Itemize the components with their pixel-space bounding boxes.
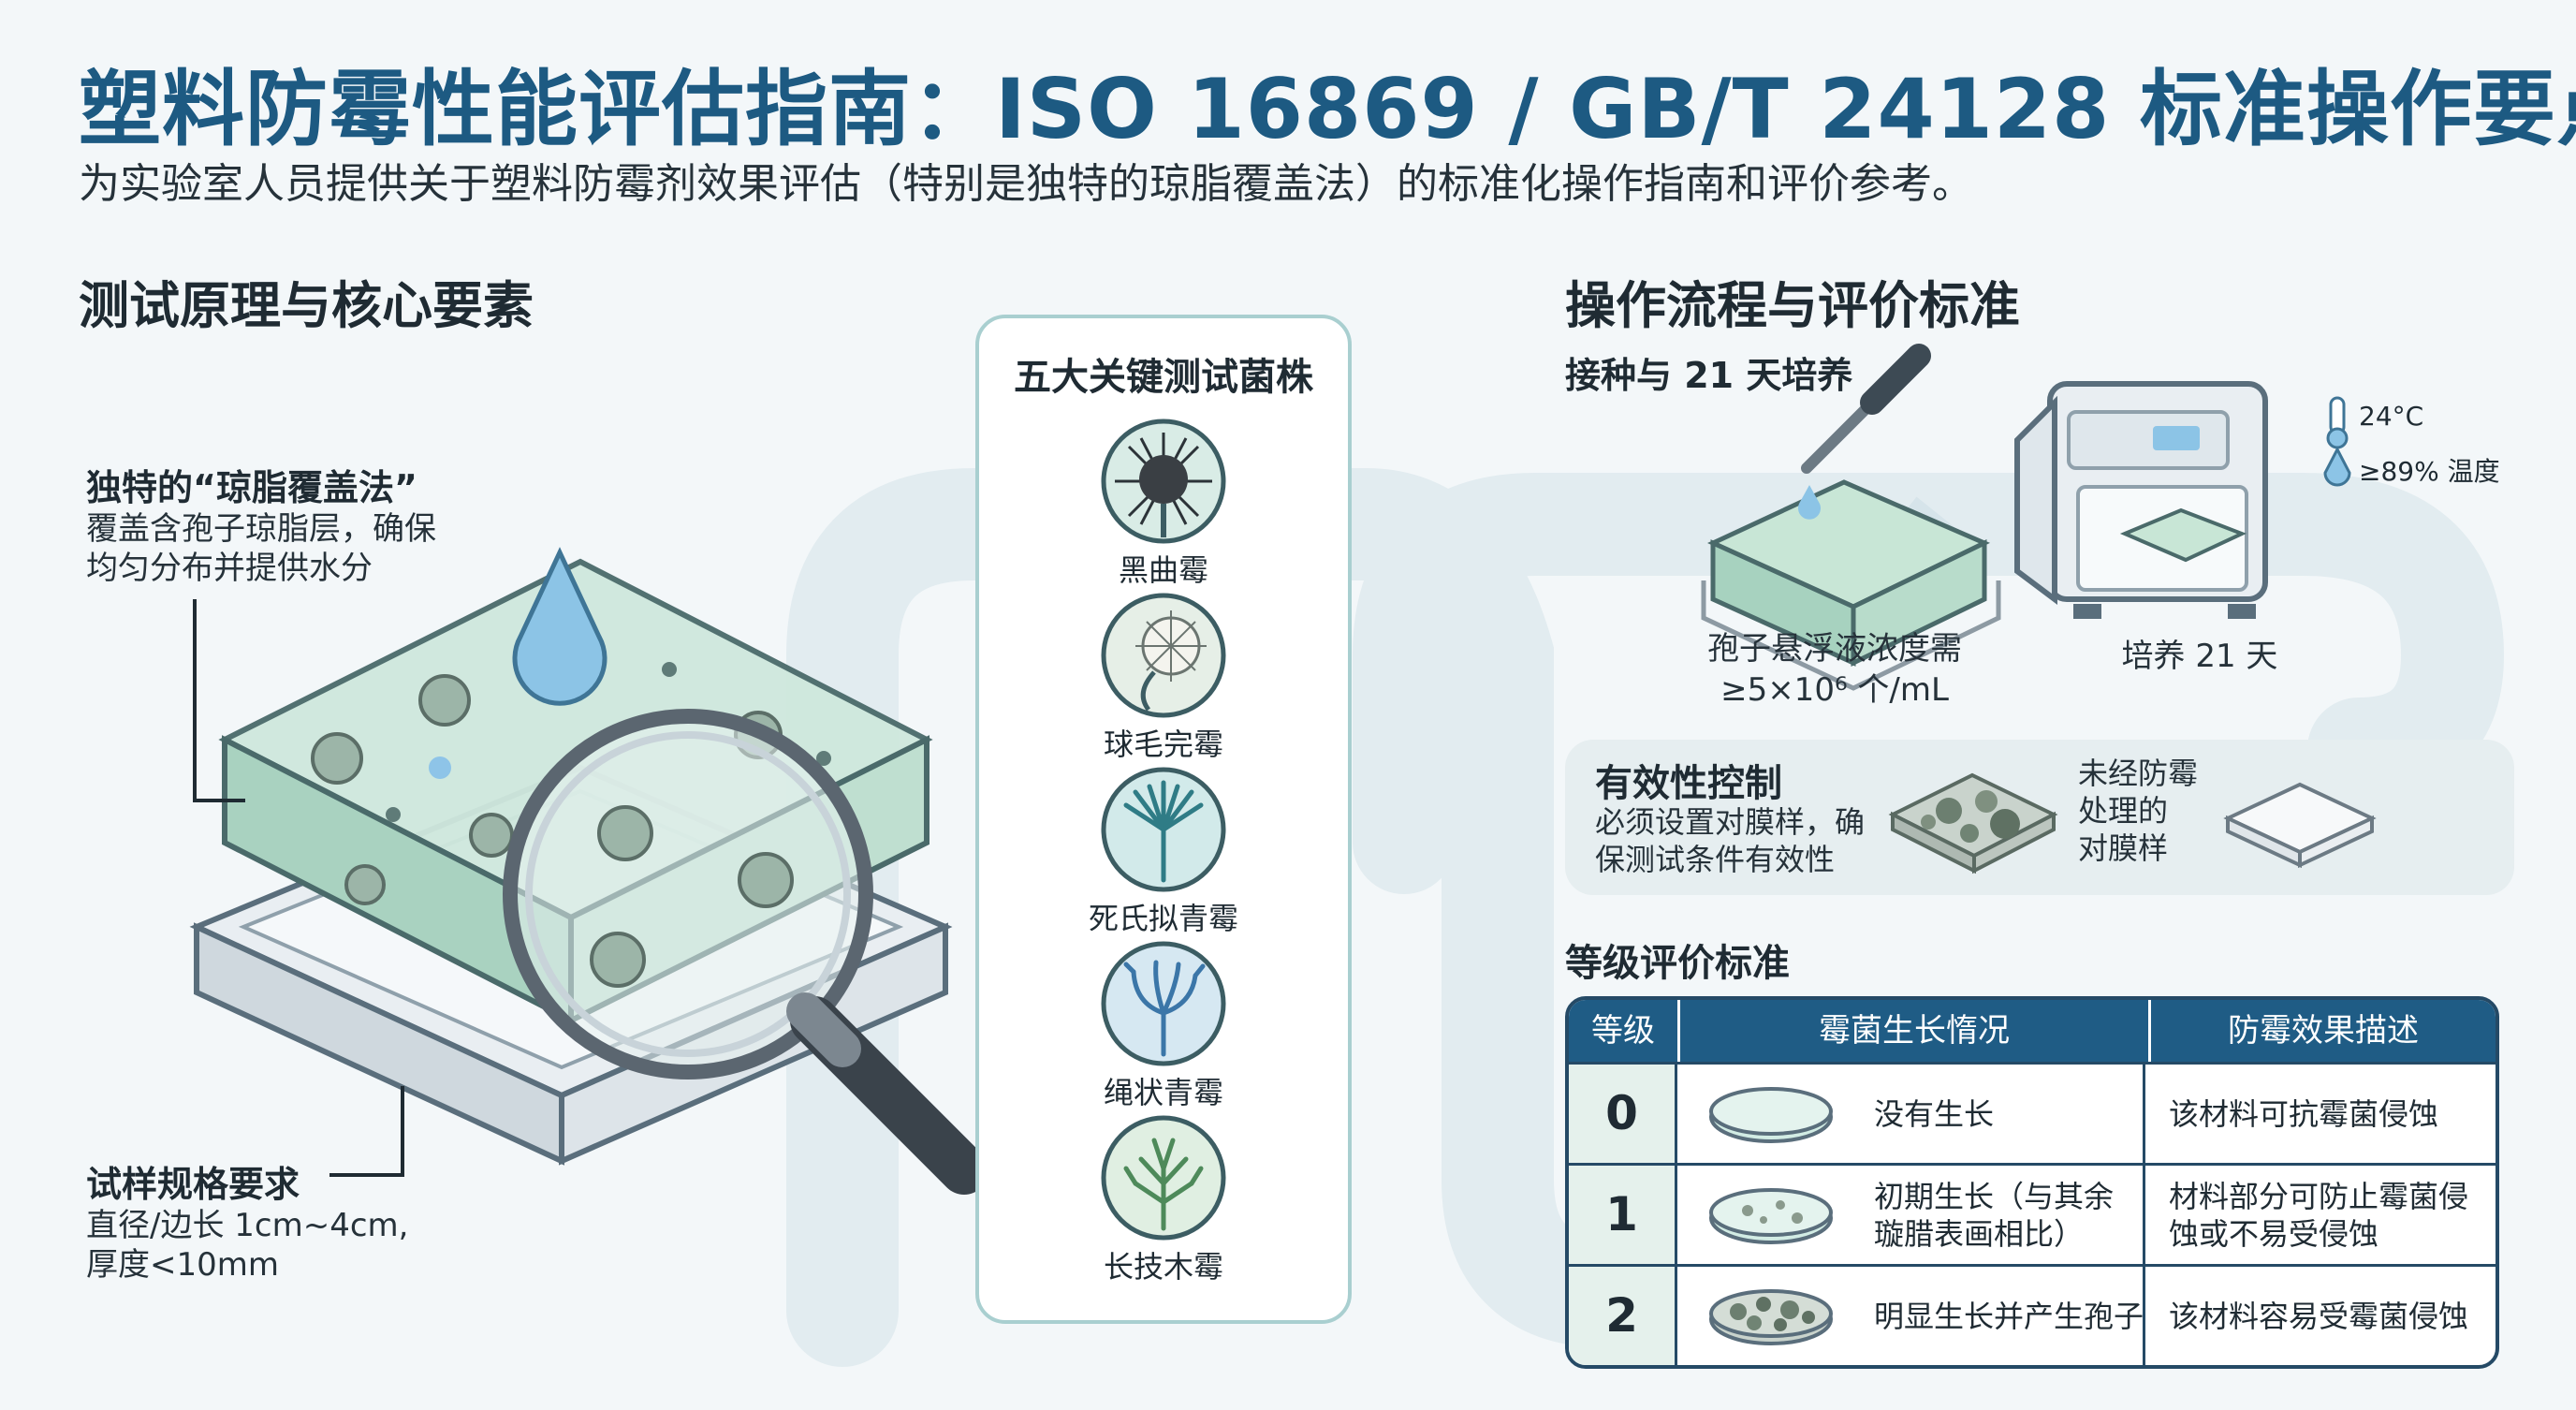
control-line2: 保测试条件有效性 bbox=[1595, 842, 1836, 877]
strain-item: 黑曲霉 bbox=[979, 416, 1348, 590]
control-title: 有效性控制 bbox=[1595, 762, 1782, 805]
water-drop-icon bbox=[512, 547, 607, 706]
incubation-duration-label: 培养 21 天 bbox=[2121, 638, 2278, 675]
untreated-line1: 未经防霉 bbox=[2078, 756, 2199, 791]
growth-cell: 明显生长并产生孢子 bbox=[1677, 1267, 2145, 1365]
sample-spec-title: 试样规格要求 bbox=[86, 1164, 300, 1205]
heavy-growth-petri-dish-icon bbox=[1709, 1289, 1833, 1345]
early-growth-petri-dish-icon bbox=[1709, 1188, 1833, 1244]
strain-name: 死氏拟青霉 bbox=[1088, 901, 1238, 936]
strain-item: 长技木霉 bbox=[979, 1112, 1348, 1286]
agar-method-line2: 均匀分布并提供水分 bbox=[86, 550, 373, 587]
table-row: 2 明显生长并产生孢子 该材料容易受霉菌侵蚀 bbox=[1569, 1264, 2496, 1365]
validity-control-box: 有效性控制 必须设置对膜样，确 保测试条件有效性 未经防霉 处理的 对膜样 bbox=[1565, 740, 2514, 895]
process-section-title: 操作流程与评价标准 bbox=[1565, 276, 2020, 335]
humidity-label: ≥89% 温度 bbox=[2359, 456, 2500, 487]
growth-line1: 没有生长 bbox=[1874, 1095, 1995, 1132]
penicillium-funiculosum-icon bbox=[1101, 941, 1226, 1066]
spore-concentration-line2: ≥5×10⁶ 个/mL bbox=[1720, 671, 1949, 709]
strain-item: 死氏拟青霉 bbox=[979, 764, 1348, 938]
strain-item: 绳状青霉 bbox=[979, 938, 1348, 1112]
growth-text: 没有生长 bbox=[1874, 1065, 1994, 1163]
table-header-grade: 等级 bbox=[1569, 1000, 1677, 1062]
control-line1: 必须设置对膜样，确 bbox=[1595, 804, 1866, 840]
growth-line1: 明显生长并产生孢子 bbox=[1874, 1298, 2144, 1334]
dropper-icon bbox=[1798, 344, 1931, 520]
growth-line2: 璇腊表画相比） bbox=[1874, 1215, 2085, 1252]
humidity-drop-icon bbox=[2323, 446, 2351, 487]
growth-cell: 初期生长（与其余璇腊表画相比） bbox=[1677, 1166, 2145, 1264]
chaetomium-globosum-icon bbox=[1101, 593, 1226, 718]
table-row: 1 初期生长（与其余璇腊表画相比） 材料部分可防止霉菌侵蚀或不易受侵蚀 bbox=[1569, 1163, 2496, 1264]
growth-line1: 初期生长（与其余 bbox=[1874, 1178, 2115, 1214]
sample-spec-line2: 厚度<10mm bbox=[86, 1246, 279, 1284]
process-flow-band-right bbox=[1353, 473, 2505, 894]
magnifier-icon bbox=[503, 709, 988, 1195]
description-cell: 该材料容易受霉菌侵蚀 bbox=[2148, 1267, 2496, 1365]
desc-line1: 该材料容易受霉菌侵蚀 bbox=[2169, 1298, 2469, 1334]
desc-line1: 该材料可抗霉菌侵蚀 bbox=[2169, 1095, 2439, 1132]
untreated-line2: 处理的 bbox=[2078, 793, 2169, 829]
incubator-illustration bbox=[2014, 381, 2268, 619]
grade-value: 1 bbox=[1569, 1166, 1677, 1264]
desc-line1: 材料部分可防止霉菌侵 bbox=[2169, 1178, 2469, 1214]
growth-text: 初期生长（与其余璇腊表画相比） bbox=[1874, 1166, 2114, 1264]
principle-section-title: 测试原理与核心要素 bbox=[79, 276, 534, 335]
description-cell: 该材料可抗霉菌侵蚀 bbox=[2148, 1065, 2496, 1163]
strain-name: 绳状青霉 bbox=[1103, 1075, 1223, 1110]
spore-concentration-line1: 孢子悬浮液浓度需 bbox=[1707, 630, 1962, 668]
agar-method-title: 独特的“琼脂覆盖法” bbox=[86, 467, 417, 508]
strain-name: 长技木霉 bbox=[1103, 1249, 1223, 1285]
strain-name: 球毛完霉 bbox=[1103, 727, 1223, 762]
growth-text: 明显生长并产生孢子 bbox=[1874, 1267, 2144, 1365]
table-header-description: 防霉效果描述 bbox=[2148, 1000, 2496, 1062]
sample-spec-line1: 直径/边长 1cm~4cm, bbox=[86, 1207, 409, 1244]
paecilomyces-icon bbox=[1101, 767, 1226, 892]
clean-petri-dish-icon bbox=[1709, 1087, 1833, 1143]
thermometer-icon bbox=[2326, 396, 2349, 449]
aspergillus-niger-icon bbox=[1101, 419, 1226, 544]
spec-callout-line bbox=[329, 1086, 404, 1177]
moldy-control-sample-icon bbox=[1888, 772, 2058, 874]
grade-section-title: 等级评价标准 bbox=[1565, 942, 1790, 985]
grade-value: 2 bbox=[1569, 1267, 1677, 1365]
grade-table: 等级 霉菌生长惰况 防霉效果描述 0 没有生长 该材料可抗霉菌侵蚀 1 bbox=[1565, 996, 2499, 1369]
test-strains-card: 五大关键测试菌株 黑曲霉 球毛完霉 bbox=[975, 315, 1352, 1324]
strain-item: 球毛完霉 bbox=[979, 590, 1348, 764]
trichoderma-icon bbox=[1101, 1115, 1226, 1241]
clean-control-sample-icon bbox=[2223, 782, 2377, 869]
page-subtitle: 为实验室人员提供关于塑料防霉剂效果评估（特别是独特的琼脂覆盖法）的标准化操作指南… bbox=[79, 160, 1973, 208]
agar-callout-line bbox=[193, 599, 245, 802]
table-header-growth: 霉菌生长惰况 bbox=[1677, 1000, 2148, 1062]
untreated-line3: 对膜样 bbox=[2078, 830, 2169, 866]
agar-method-line1: 覆盖含孢子琼脂层，确保 bbox=[86, 510, 436, 548]
description-cell: 材料部分可防止霉菌侵蚀或不易受侵蚀 bbox=[2148, 1166, 2496, 1264]
page-title: 塑料防霉性能评估指南：ISO 16869 / GB/T 24128 标准操作要点 bbox=[79, 61, 2576, 157]
table-row: 0 没有生长 该材料可抗霉菌侵蚀 bbox=[1569, 1062, 2496, 1163]
growth-cell: 没有生长 bbox=[1677, 1065, 2145, 1163]
strain-name: 黑曲霉 bbox=[1118, 552, 1208, 588]
strains-title: 五大关键测试菌株 bbox=[1014, 356, 1313, 399]
grade-value: 0 bbox=[1569, 1065, 1677, 1163]
desc-line2: 蚀或不易受侵蚀 bbox=[2169, 1215, 2379, 1252]
inoculation-step-title: 接种与 21 天培养 bbox=[1565, 355, 1853, 396]
temperature-label: 24°C bbox=[2359, 401, 2424, 432]
